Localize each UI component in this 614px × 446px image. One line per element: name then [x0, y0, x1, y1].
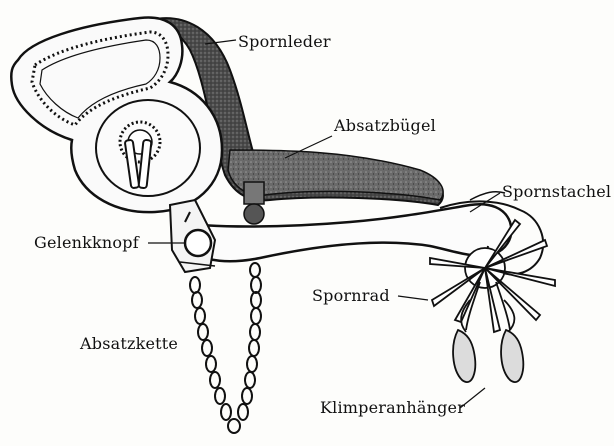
label-gelenkknopf: Gelenkknopf — [34, 235, 139, 251]
label-klimperanhaenger: Klimperanhänger — [320, 400, 465, 416]
label-absatzbuegel: Absatzbügel — [334, 118, 436, 134]
label-spornrad: Spornrad — [312, 288, 390, 304]
hinge-knob — [170, 200, 215, 272]
leader-spornrad — [398, 296, 428, 300]
label-spornstachel: Spornstachel — [502, 184, 611, 200]
label-absatzkette: Absatzkette — [80, 336, 178, 352]
label-spornleder: Spornleder — [238, 34, 331, 50]
heel-chain — [190, 263, 261, 433]
